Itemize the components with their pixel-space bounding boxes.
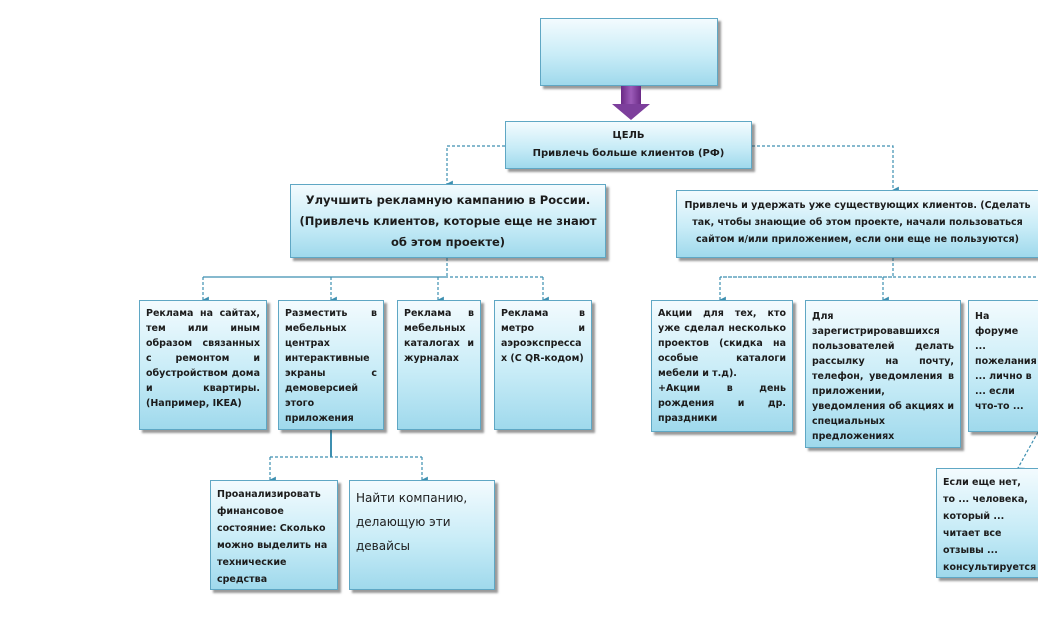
connector-goal-left — [446, 145, 505, 188]
goal-title: ЦЕЛЬ — [612, 130, 645, 141]
left-item-metro: Реклама в метро и аэроэкспресса х (С QR-… — [494, 300, 592, 430]
top-empty-box — [540, 18, 718, 86]
right-branch-box: Привлечь и удержать уже существующих кли… — [676, 190, 1038, 258]
left-branch-box: Улучшить рекламную кампанию в России. (П… — [290, 184, 606, 258]
main-down-arrow — [621, 86, 641, 106]
left-item-furniture-centers: Разместить в мебельных центрах интеракти… — [278, 300, 384, 430]
connector-goal-right — [752, 145, 899, 194]
right-item-mailing: Для зарегистрировавшихся пользователей д… — [805, 300, 961, 448]
sub-item-find-company: Найти компанию, делающую эти девайсы — [349, 480, 495, 590]
goal-box: ЦЕЛЬ Привлечь больше клиентов (РФ) — [505, 121, 752, 169]
left-item-websites: Реклама на сайтах, тем или иным образом … — [139, 300, 267, 430]
connector-right-item-3-to-4 — [1017, 431, 1038, 474]
right-item-reviews: Если еще нет, то ... человека, который .… — [936, 468, 1038, 578]
left-item-catalogs: Реклама в мебельных каталогах и журналах — [397, 300, 481, 430]
main-down-arrow-head — [612, 104, 650, 120]
right-item-promotions: Акции для тех, кто уже сделал несколько … — [651, 300, 793, 432]
connector-left-bus — [203, 258, 543, 278]
connector-right-bus — [720, 258, 1038, 278]
sub-item-finance: Проанализировать финансовое состояние: С… — [210, 480, 338, 590]
right-item-forum: На форуме ... пожелания ... лично в ... … — [968, 300, 1038, 432]
goal-text: Привлечь больше клиентов (РФ) — [532, 148, 725, 159]
